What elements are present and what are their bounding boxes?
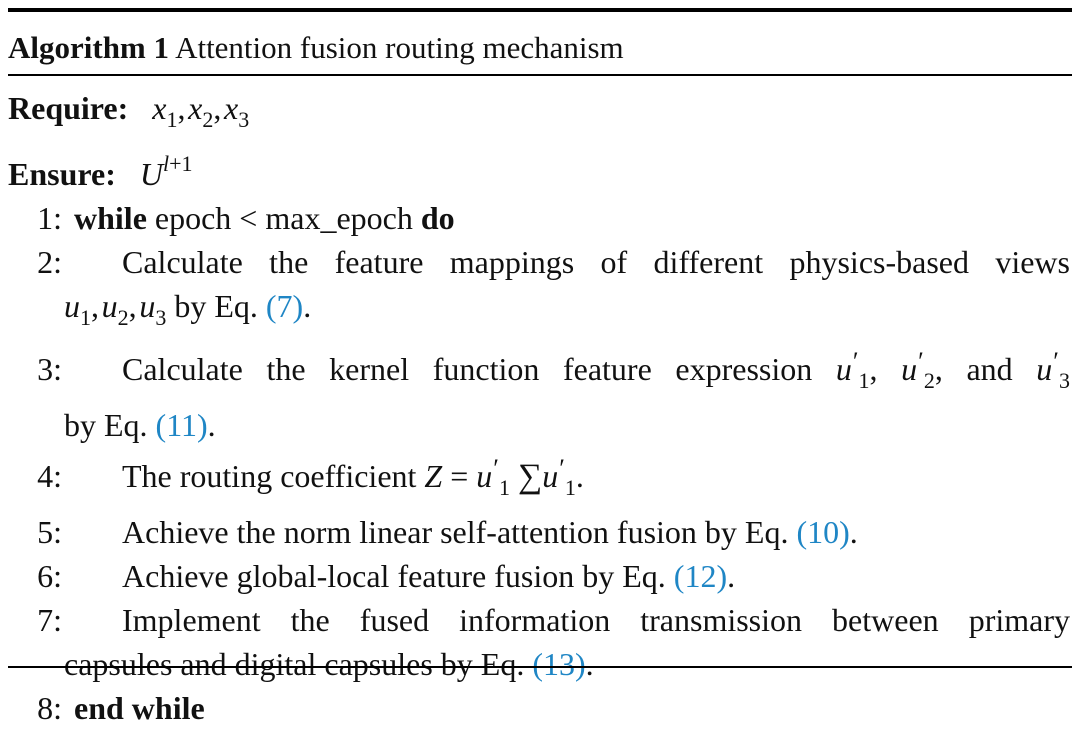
step-text: capsules and digital capsules by Eq. (64, 646, 525, 682)
keyword-while: while (74, 200, 147, 236)
ensure-label: Ensure: (8, 156, 116, 192)
ensure-line: Ensure: Ul+1 (8, 142, 1072, 196)
algorithm-line-1: 1: while epoch < max_epoch do (8, 196, 1072, 240)
equation-ref-11[interactable]: (11) (155, 407, 208, 443)
loop-condition: epoch < max_epoch (146, 200, 421, 236)
algorithm-line-8: 8: end while (8, 686, 1072, 730)
line-number: 1: (37, 200, 62, 236)
equation-ref-13[interactable]: (13) (532, 646, 586, 682)
keyword-end-while: end while (74, 690, 205, 726)
algorithm-line-2-continuation: u1, u2, u3 by Eq. (7). (64, 288, 312, 330)
require-value: x1, x2, x3 (152, 90, 250, 132)
step-text: Achieve the norm linear self-attention f… (122, 514, 789, 550)
algorithm-line-3-continuation: by Eq. (11). (64, 407, 216, 443)
line-number: 7: (37, 602, 62, 638)
caption-rule (8, 74, 1072, 76)
line-number: 6: (37, 558, 62, 594)
keyword-do: do (420, 200, 455, 236)
line-number: 8: (37, 690, 62, 726)
line-number: 5: (37, 514, 62, 550)
line-number: 3: (37, 351, 62, 387)
top-rule (8, 8, 1072, 12)
bottom-rule (8, 666, 1072, 668)
algorithm-block: Algorithm 1 Attention fusion routing mec… (8, 8, 1072, 730)
step-text: Achieve global-local feature fusion by E… (122, 558, 666, 594)
algorithm-title: Attention fusion routing mechanism (175, 30, 624, 65)
equation-ref-12[interactable]: (12) (673, 558, 728, 594)
algorithm-line-5: 5: Achieve the norm linear self-attention… (8, 510, 1072, 554)
algorithm-line-7-continuation: capsules and digital capsules by Eq. (13… (64, 646, 594, 682)
algorithm-label: Algorithm 1 (8, 30, 170, 65)
require-label: Require: (8, 90, 129, 126)
equation-ref-10[interactable]: (10) (796, 514, 850, 550)
algorithm-body: Require: x1, x2, x3 Ensure: Ul+1 1: while… (8, 86, 1072, 730)
ensure-value: Ul+1 (139, 151, 193, 192)
equation-ref-7[interactable]: (7) (265, 288, 304, 324)
algorithm-caption: Algorithm 1 Attention fusion routing mec… (8, 28, 1072, 68)
require-line: Require: x1, x2, x3 (8, 86, 1072, 142)
algorithm-line-4: 4:The routing coefficient Z = u′1 ∑u′1. (8, 447, 1072, 510)
line-number: 4: (37, 458, 62, 494)
algorithm-line-6: 6: Achieve global-local feature fusion by… (8, 554, 1072, 598)
line-number: 2: (37, 244, 62, 280)
